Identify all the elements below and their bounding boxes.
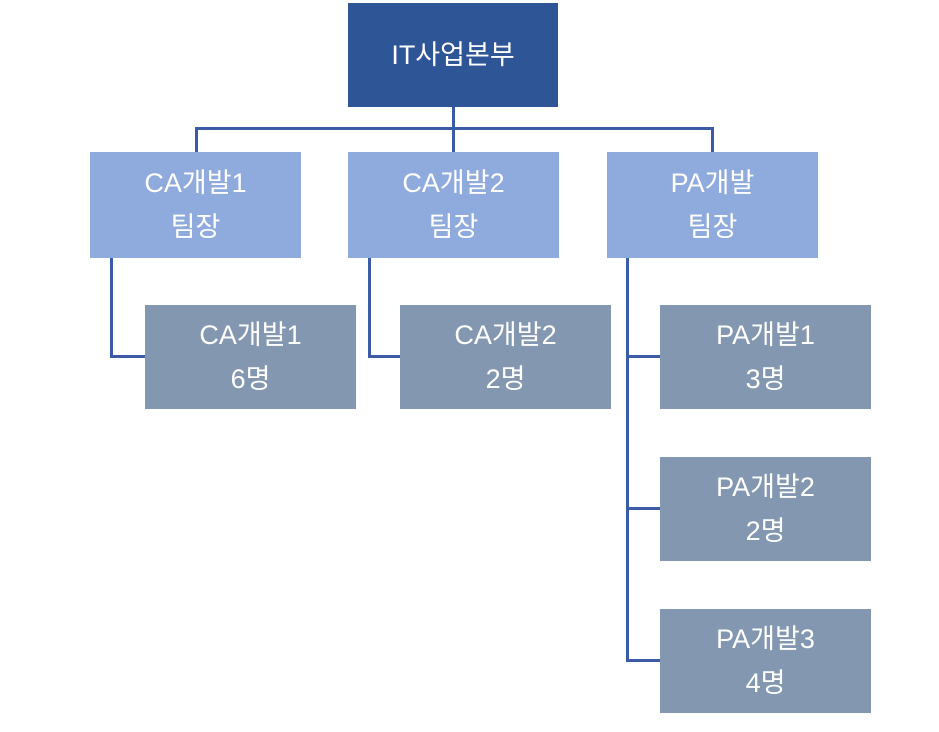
unit-count: 4명 [745, 668, 786, 698]
connector-pa3-stub [626, 659, 661, 662]
unit-box-pa-dev2: PA개발2 2명 [660, 457, 871, 561]
connector-pa-vertical [626, 258, 629, 662]
connector-right-drop [711, 127, 714, 153]
connector-ca1-stub [110, 355, 146, 358]
unit-name: PA개발1 [716, 320, 815, 350]
unit-box-ca-dev2: CA개발2 2명 [400, 305, 611, 409]
team-role: 팀장 [170, 212, 221, 242]
team-box-pa-dev-lead: PA개발 팀장 [607, 152, 818, 258]
unit-count: 2명 [745, 516, 786, 546]
unit-name: CA개발2 [454, 320, 557, 350]
team-box-ca-dev2-lead: CA개발2 팀장 [348, 152, 559, 258]
team-name: CA개발1 [144, 168, 247, 198]
connector-ca2-vertical [368, 258, 371, 358]
unit-count: 3명 [745, 364, 786, 394]
team-role: 팀장 [428, 212, 479, 242]
connector-left-drop [195, 127, 198, 153]
unit-count: 6명 [230, 364, 271, 394]
connector-root-drop [452, 107, 455, 153]
unit-name: PA개발3 [716, 624, 815, 654]
unit-name: CA개발1 [199, 320, 302, 350]
team-box-ca-dev1-lead: CA개발1 팀장 [90, 152, 301, 258]
connector-ca1-vertical [110, 258, 113, 358]
connector-ca2-stub [368, 355, 401, 358]
connector-pa1-stub [626, 355, 661, 358]
team-role: 팀장 [687, 212, 738, 242]
unit-count: 2명 [485, 364, 526, 394]
team-name: PA개발 [670, 168, 755, 198]
unit-name: PA개발2 [716, 472, 815, 502]
team-name: CA개발2 [402, 168, 505, 198]
connector-pa2-stub [626, 507, 661, 510]
root-box-label: IT사업본부 [391, 40, 515, 70]
root-box-it-division: IT사업본부 [348, 3, 558, 107]
unit-box-pa-dev3: PA개발3 4명 [660, 609, 871, 713]
unit-box-pa-dev1: PA개발1 3명 [660, 305, 871, 409]
connector-top-horizontal [195, 127, 714, 130]
unit-box-ca-dev1: CA개발1 6명 [145, 305, 356, 409]
